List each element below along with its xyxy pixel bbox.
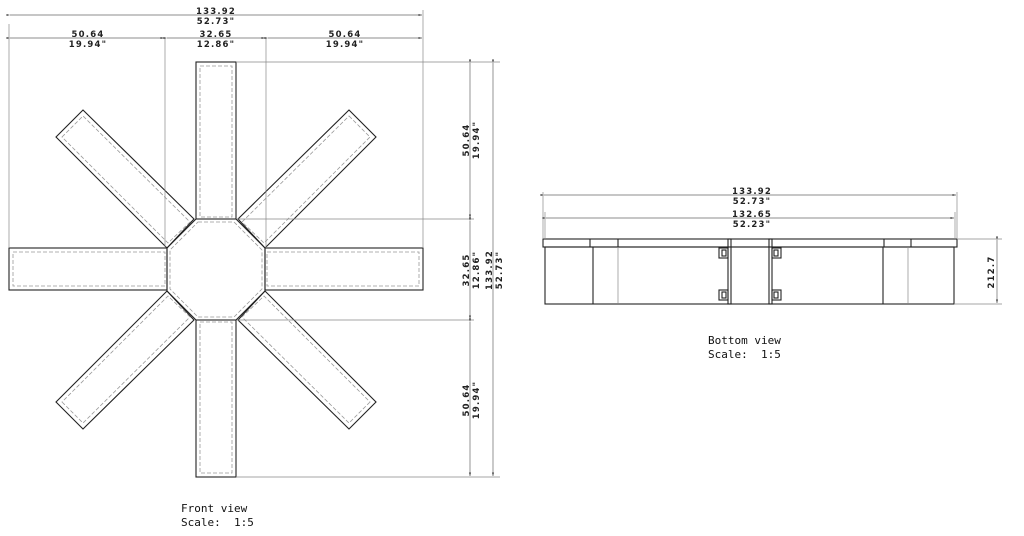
dim-label: 50.64 [462,124,472,157]
dim-label: 212.7 [987,256,997,289]
arm-bottom-hidden [199,321,233,474]
arm-bottom [195,319,237,478]
center-post-left [727,238,732,305]
dim-label: 32.65 [462,254,472,287]
arm-right [264,247,424,291]
dim-label: 132.65 [732,210,772,220]
dim-label: 12.86" [197,40,236,50]
arm-top-left [55,109,195,249]
arm-left [8,247,168,291]
dim-label: 50.64 [462,384,472,417]
dim-label: 133.92 [485,250,495,290]
front-view-title: Front view [181,502,248,515]
arm-bottom-right-hidden [241,295,371,424]
dim-label: 133.92 [196,7,236,17]
dim-label: 52.73" [197,17,236,27]
center-post-right [768,238,773,305]
front-view-scale: Scale: 1:5 [181,516,254,529]
bottom-view-scale: Scale: 1:5 [708,348,781,361]
dim-label: 52.23" [733,220,772,230]
front-view: 133.92 52.73" 50.64 19.94" 32.65 12.86" … [6,7,505,529]
dim-label: 19.94" [69,40,108,50]
dim-label: 32.65 [200,30,233,40]
dim-label: 19.94" [326,40,365,50]
dim-label: 52.73" [495,251,505,290]
top-plate [542,238,958,248]
dim-label: 52.73" [733,197,772,207]
bottom-view-title: Bottom view [708,334,781,347]
octagon-hub [166,218,266,321]
octagon-hub-hidden [169,221,263,318]
dim-label: 50.64 [329,30,362,40]
dim-label: 19.94" [472,121,482,160]
arm-top-right-hidden [241,115,371,244]
dim-label: 19.94" [472,381,482,420]
arm-bottom-left-hidden [61,295,191,424]
bottom-view: 133.92 52.73" 132.65 52.23" 212.7 Bottom… [540,187,1002,361]
arm-top-right [237,109,377,249]
arm-bottom-left [55,290,195,430]
arm-top-hidden [199,65,233,218]
base-body [544,246,955,305]
arm-top [195,61,237,220]
bracket-group [718,247,782,301]
arm-bottom-right [237,290,377,430]
dim-label: 12.86" [472,251,482,290]
arm-top-left-hidden [61,115,191,244]
dim-label: 50.64 [72,30,105,40]
arm-right-hidden [266,251,420,287]
arm-left-hidden [12,251,166,287]
dim-label: 133.92 [732,187,772,197]
